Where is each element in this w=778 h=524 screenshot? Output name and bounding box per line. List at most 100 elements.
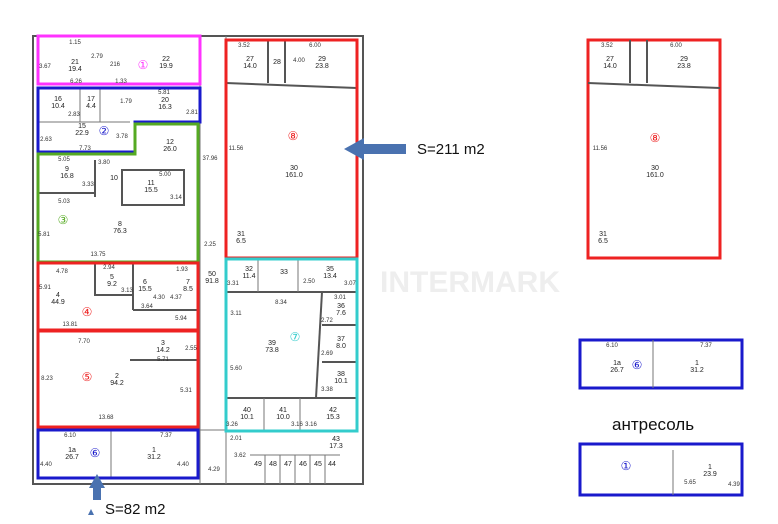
dimension-label: 13.68 bbox=[98, 415, 114, 421]
room-label: 16.3 bbox=[158, 104, 172, 111]
dimension-label: 6.00 bbox=[309, 43, 321, 49]
room-label: 10.0 bbox=[276, 414, 290, 421]
dimension-label: 5.60 bbox=[230, 366, 242, 372]
room-label: 161.0 bbox=[646, 172, 664, 179]
room-label: 73.8 bbox=[265, 347, 279, 354]
dimension-label: 3.38 bbox=[321, 387, 333, 393]
arrow-left-icon bbox=[344, 138, 406, 160]
dimension-label: 5.65 bbox=[684, 480, 696, 486]
room-label: 12 bbox=[166, 139, 174, 146]
dimension-label: 2.94 bbox=[103, 265, 115, 271]
room-label: 6.5 bbox=[236, 238, 246, 245]
room-label: 8 bbox=[118, 221, 122, 228]
dimension-label: 2.69 bbox=[321, 351, 333, 357]
room-label: 41 bbox=[279, 407, 287, 414]
watermark: INTERMARK bbox=[380, 266, 560, 299]
dimension-label: 5.00 bbox=[159, 172, 171, 178]
dimension-label: 3.14 bbox=[170, 195, 182, 201]
label: ① bbox=[621, 459, 632, 473]
dimension-label: 5.05 bbox=[58, 157, 70, 163]
room-label: 14.0 bbox=[603, 63, 617, 70]
dimension-label: 3.52 bbox=[601, 43, 613, 49]
room-label: 14.2 bbox=[156, 347, 170, 354]
room-label: 42 bbox=[329, 407, 337, 414]
room-label: 1 bbox=[152, 447, 156, 454]
room-label: 37 bbox=[337, 336, 345, 343]
zone-1-label: ① bbox=[138, 58, 149, 72]
room-label: 16.8 bbox=[60, 173, 74, 180]
room-label: 15.5 bbox=[144, 187, 158, 194]
dimension-label: 2.83 bbox=[68, 112, 80, 118]
zone-1-outline[interactable] bbox=[36, 34, 202, 86]
dimension-label: 3.67 bbox=[39, 64, 51, 70]
dimension-label: 3.16 bbox=[291, 422, 303, 428]
building-walls bbox=[32, 35, 364, 485]
dimension-label: 6.10 bbox=[606, 343, 618, 349]
dimension-label: 3.33 bbox=[82, 182, 94, 188]
room-label: 26.7 bbox=[610, 367, 624, 374]
zone-6-outline[interactable] bbox=[36, 428, 200, 480]
dimension-label: 5.71 bbox=[157, 357, 169, 363]
room-label: 6.5 bbox=[598, 238, 608, 245]
room-label: 14.0 bbox=[243, 63, 257, 70]
room-label: 1 bbox=[708, 464, 712, 471]
dimension-label: 4.00 bbox=[293, 58, 305, 64]
room-label: 7.6 bbox=[336, 310, 346, 317]
dimension-label: 13.81 bbox=[62, 322, 78, 328]
dimension-label: 7.37 bbox=[160, 433, 172, 439]
dimension-label: 37.96 bbox=[202, 156, 218, 162]
room-label: 21 bbox=[71, 59, 79, 66]
room-label: 23.8 bbox=[315, 63, 329, 70]
dimension-label: 6.00 bbox=[670, 43, 682, 49]
room-label: 35 bbox=[326, 266, 334, 273]
room-label: 31.2 bbox=[690, 367, 704, 374]
room-label: 38 bbox=[337, 371, 345, 378]
room-label: 20 bbox=[161, 97, 169, 104]
room-label: 13.4 bbox=[323, 273, 337, 280]
room-label: 2 bbox=[115, 373, 119, 380]
dimension-label: 7.37 bbox=[700, 343, 712, 349]
zone-7-outline[interactable] bbox=[224, 257, 359, 433]
dimension-label: 5.31 bbox=[180, 388, 192, 394]
room-label: 76.3 bbox=[113, 228, 127, 235]
dimension-label: 2.50 bbox=[303, 279, 315, 285]
room-label: 10 bbox=[110, 175, 118, 182]
room-label: 46 bbox=[299, 461, 307, 468]
room-label: 5 bbox=[110, 274, 114, 281]
room-label: 1 bbox=[695, 360, 699, 367]
mezzanine-zone-1: ① 123.9 5.65 bbox=[578, 442, 744, 497]
zone-8-area-label: S=211 m2 bbox=[417, 141, 485, 158]
room-label: 17.3 bbox=[329, 443, 343, 450]
dimension-label: 6.10 bbox=[64, 433, 76, 439]
arrow-up-icon bbox=[89, 474, 105, 500]
dimension-label: 8.23 bbox=[41, 376, 53, 382]
dimension-label: 3.80 bbox=[98, 160, 110, 166]
dimension-label: 8.34 bbox=[275, 300, 287, 306]
dimension-label: 5.81 bbox=[38, 232, 50, 238]
dimension-label: 2.55 bbox=[185, 346, 197, 352]
zone-5-outline[interactable] bbox=[36, 329, 200, 429]
room-label: 31 bbox=[599, 231, 607, 238]
room-label: 91.8 bbox=[205, 278, 219, 285]
zone-6-label: ⑥ bbox=[90, 446, 101, 460]
room-label: 9 bbox=[65, 166, 69, 173]
room-label: 31 bbox=[237, 231, 245, 238]
room-label: 7 bbox=[186, 279, 190, 286]
mezzanine-label: антресоль bbox=[612, 415, 695, 434]
room-label: 15.3 bbox=[326, 414, 340, 421]
dimension-label: 1.33 bbox=[115, 79, 127, 85]
dimension-label: 2.01 bbox=[230, 436, 242, 442]
zone-2-outline[interactable] bbox=[36, 86, 202, 154]
room-label: 94.2 bbox=[110, 380, 124, 387]
room-label: 27 bbox=[606, 56, 614, 63]
dimension-label: 7.73 bbox=[79, 146, 91, 152]
zone-8-outline[interactable] bbox=[224, 38, 359, 260]
dimension-label: 2.81 bbox=[186, 110, 198, 116]
dimension-label: 5.81 bbox=[158, 90, 170, 96]
room-label: 50 bbox=[208, 271, 216, 278]
room-label: 31.2 bbox=[147, 454, 161, 461]
room-label: 33 bbox=[280, 269, 288, 276]
room-label: 45 bbox=[314, 461, 322, 468]
dimension-label: 7.70 bbox=[78, 339, 90, 345]
